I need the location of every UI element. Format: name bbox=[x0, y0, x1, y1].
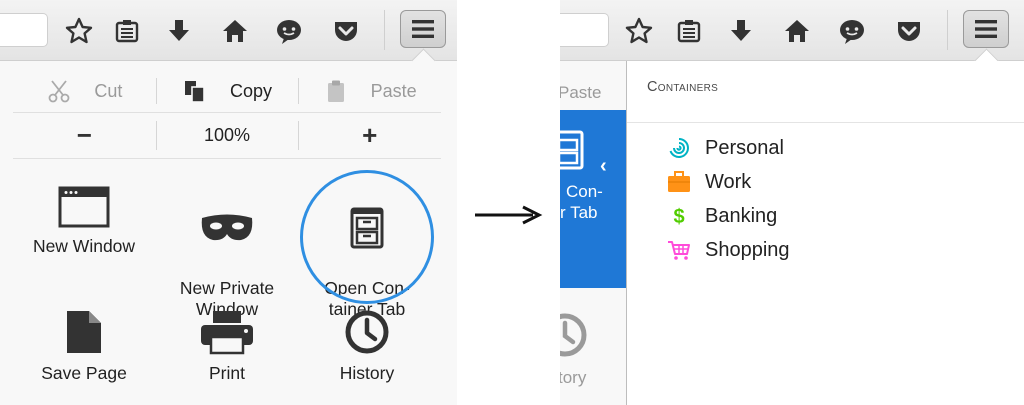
cut-button[interactable]: Cut bbox=[13, 70, 156, 112]
home-icon[interactable] bbox=[782, 16, 812, 46]
history-label: History bbox=[339, 363, 395, 383]
briefcase-icon bbox=[668, 171, 690, 192]
pocket-icon[interactable] bbox=[894, 16, 924, 46]
svg-text:$: $ bbox=[673, 206, 684, 228]
toolbar-separator bbox=[947, 10, 948, 50]
zoom-in-label: + bbox=[362, 120, 378, 150]
zoom-in-button[interactable]: + bbox=[298, 113, 441, 158]
container-banking-label: Banking bbox=[705, 204, 778, 227]
toolbar bbox=[560, 0, 1024, 61]
chat-icon[interactable] bbox=[837, 16, 867, 46]
print-button[interactable]: Print bbox=[157, 309, 297, 384]
container-work-label: Work bbox=[705, 170, 752, 193]
mask-icon bbox=[201, 214, 253, 241]
copy-icon bbox=[184, 81, 205, 103]
toolbar bbox=[0, 0, 457, 61]
header-divider bbox=[627, 122, 1024, 123]
chat-icon[interactable] bbox=[274, 16, 304, 46]
download-icon[interactable] bbox=[726, 16, 756, 46]
dollar-icon: $ bbox=[673, 206, 684, 228]
container-tab-label-partial: Con- r Tab bbox=[560, 181, 626, 223]
transition-arrow-icon bbox=[475, 205, 543, 225]
edit-controls: Cut Copy Paste bbox=[13, 70, 441, 113]
clock-icon bbox=[345, 310, 389, 354]
reading-list-icon[interactable] bbox=[674, 16, 704, 46]
toolbar-separator bbox=[384, 10, 385, 50]
new-private-window-label: New Private Window bbox=[179, 278, 275, 319]
printer-icon bbox=[201, 311, 253, 355]
container-work[interactable]: Work bbox=[667, 167, 751, 197]
pocket-icon[interactable] bbox=[331, 16, 361, 46]
container-shopping-label: Shopping bbox=[705, 238, 790, 261]
hamburger-menu-button[interactable] bbox=[400, 10, 446, 48]
clipboard-icon bbox=[327, 80, 344, 102]
save-page-button[interactable]: Save Page bbox=[14, 309, 154, 384]
containers-header: Containers bbox=[647, 79, 719, 95]
clock-icon bbox=[560, 313, 587, 357]
cart-icon bbox=[668, 241, 690, 260]
tile-line-2: r Tab bbox=[560, 203, 598, 222]
cut-label: Cut bbox=[94, 80, 123, 101]
cabinet-icon bbox=[560, 130, 584, 170]
url-bar[interactable] bbox=[560, 13, 609, 47]
zoom-out-label: − bbox=[76, 120, 92, 150]
container-personal[interactable]: Personal bbox=[667, 133, 784, 163]
page-icon bbox=[67, 311, 101, 353]
reading-list-icon[interactable] bbox=[112, 16, 142, 46]
open-container-tab-button-active[interactable]: ‹ Con- r Tab bbox=[560, 110, 626, 288]
fingerprint-icon bbox=[669, 138, 689, 158]
print-label: Print bbox=[209, 363, 245, 383]
bookmark-star-icon[interactable] bbox=[624, 16, 654, 46]
back-chevron-icon[interactable]: ‹ bbox=[600, 155, 607, 177]
container-banking[interactable]: $ Banking bbox=[667, 201, 777, 231]
highlight-circle bbox=[300, 170, 434, 304]
left-browser-panel: Cut Copy Paste − 100% + New Window New P… bbox=[0, 0, 457, 405]
url-bar[interactable] bbox=[0, 13, 48, 47]
tile-line-1: Con- bbox=[566, 182, 603, 201]
paste-label: Paste bbox=[370, 80, 417, 101]
zoom-reset-button[interactable]: 100% bbox=[155, 113, 299, 158]
subpanel-border bbox=[626, 61, 627, 405]
scissors-icon bbox=[48, 80, 70, 103]
history-label-partial: tory bbox=[560, 368, 587, 387]
download-icon[interactable] bbox=[164, 16, 194, 46]
new-window-label: New Window bbox=[32, 236, 136, 256]
save-page-label: Save Page bbox=[41, 363, 127, 383]
zoom-level: 100% bbox=[203, 125, 251, 145]
home-icon[interactable] bbox=[220, 16, 250, 46]
new-window-button[interactable]: New Window bbox=[14, 186, 154, 257]
containers-subpanel: Containers Personal Work $ Banking Shopp… bbox=[627, 61, 1024, 405]
zoom-controls: − 100% + bbox=[13, 113, 441, 159]
copy-label: Copy bbox=[229, 80, 273, 101]
bookmark-star-icon[interactable] bbox=[64, 16, 94, 46]
window-icon bbox=[58, 186, 110, 228]
container-shopping[interactable]: Shopping bbox=[667, 235, 790, 265]
history-button[interactable]: History bbox=[297, 309, 437, 384]
copy-button[interactable]: Copy bbox=[155, 70, 299, 112]
paste-label-partial: Paste bbox=[560, 83, 602, 102]
new-private-window-button[interactable]: New Private Window bbox=[157, 186, 297, 320]
hamburger-menu-button[interactable] bbox=[963, 10, 1009, 48]
container-personal-label: Personal bbox=[705, 136, 784, 159]
right-browser-panel: Paste + ‹ Con- r Tab tory Containers Per… bbox=[560, 0, 1024, 405]
paste-button[interactable]: Paste bbox=[298, 70, 441, 112]
zoom-out-button[interactable]: − bbox=[13, 113, 156, 158]
